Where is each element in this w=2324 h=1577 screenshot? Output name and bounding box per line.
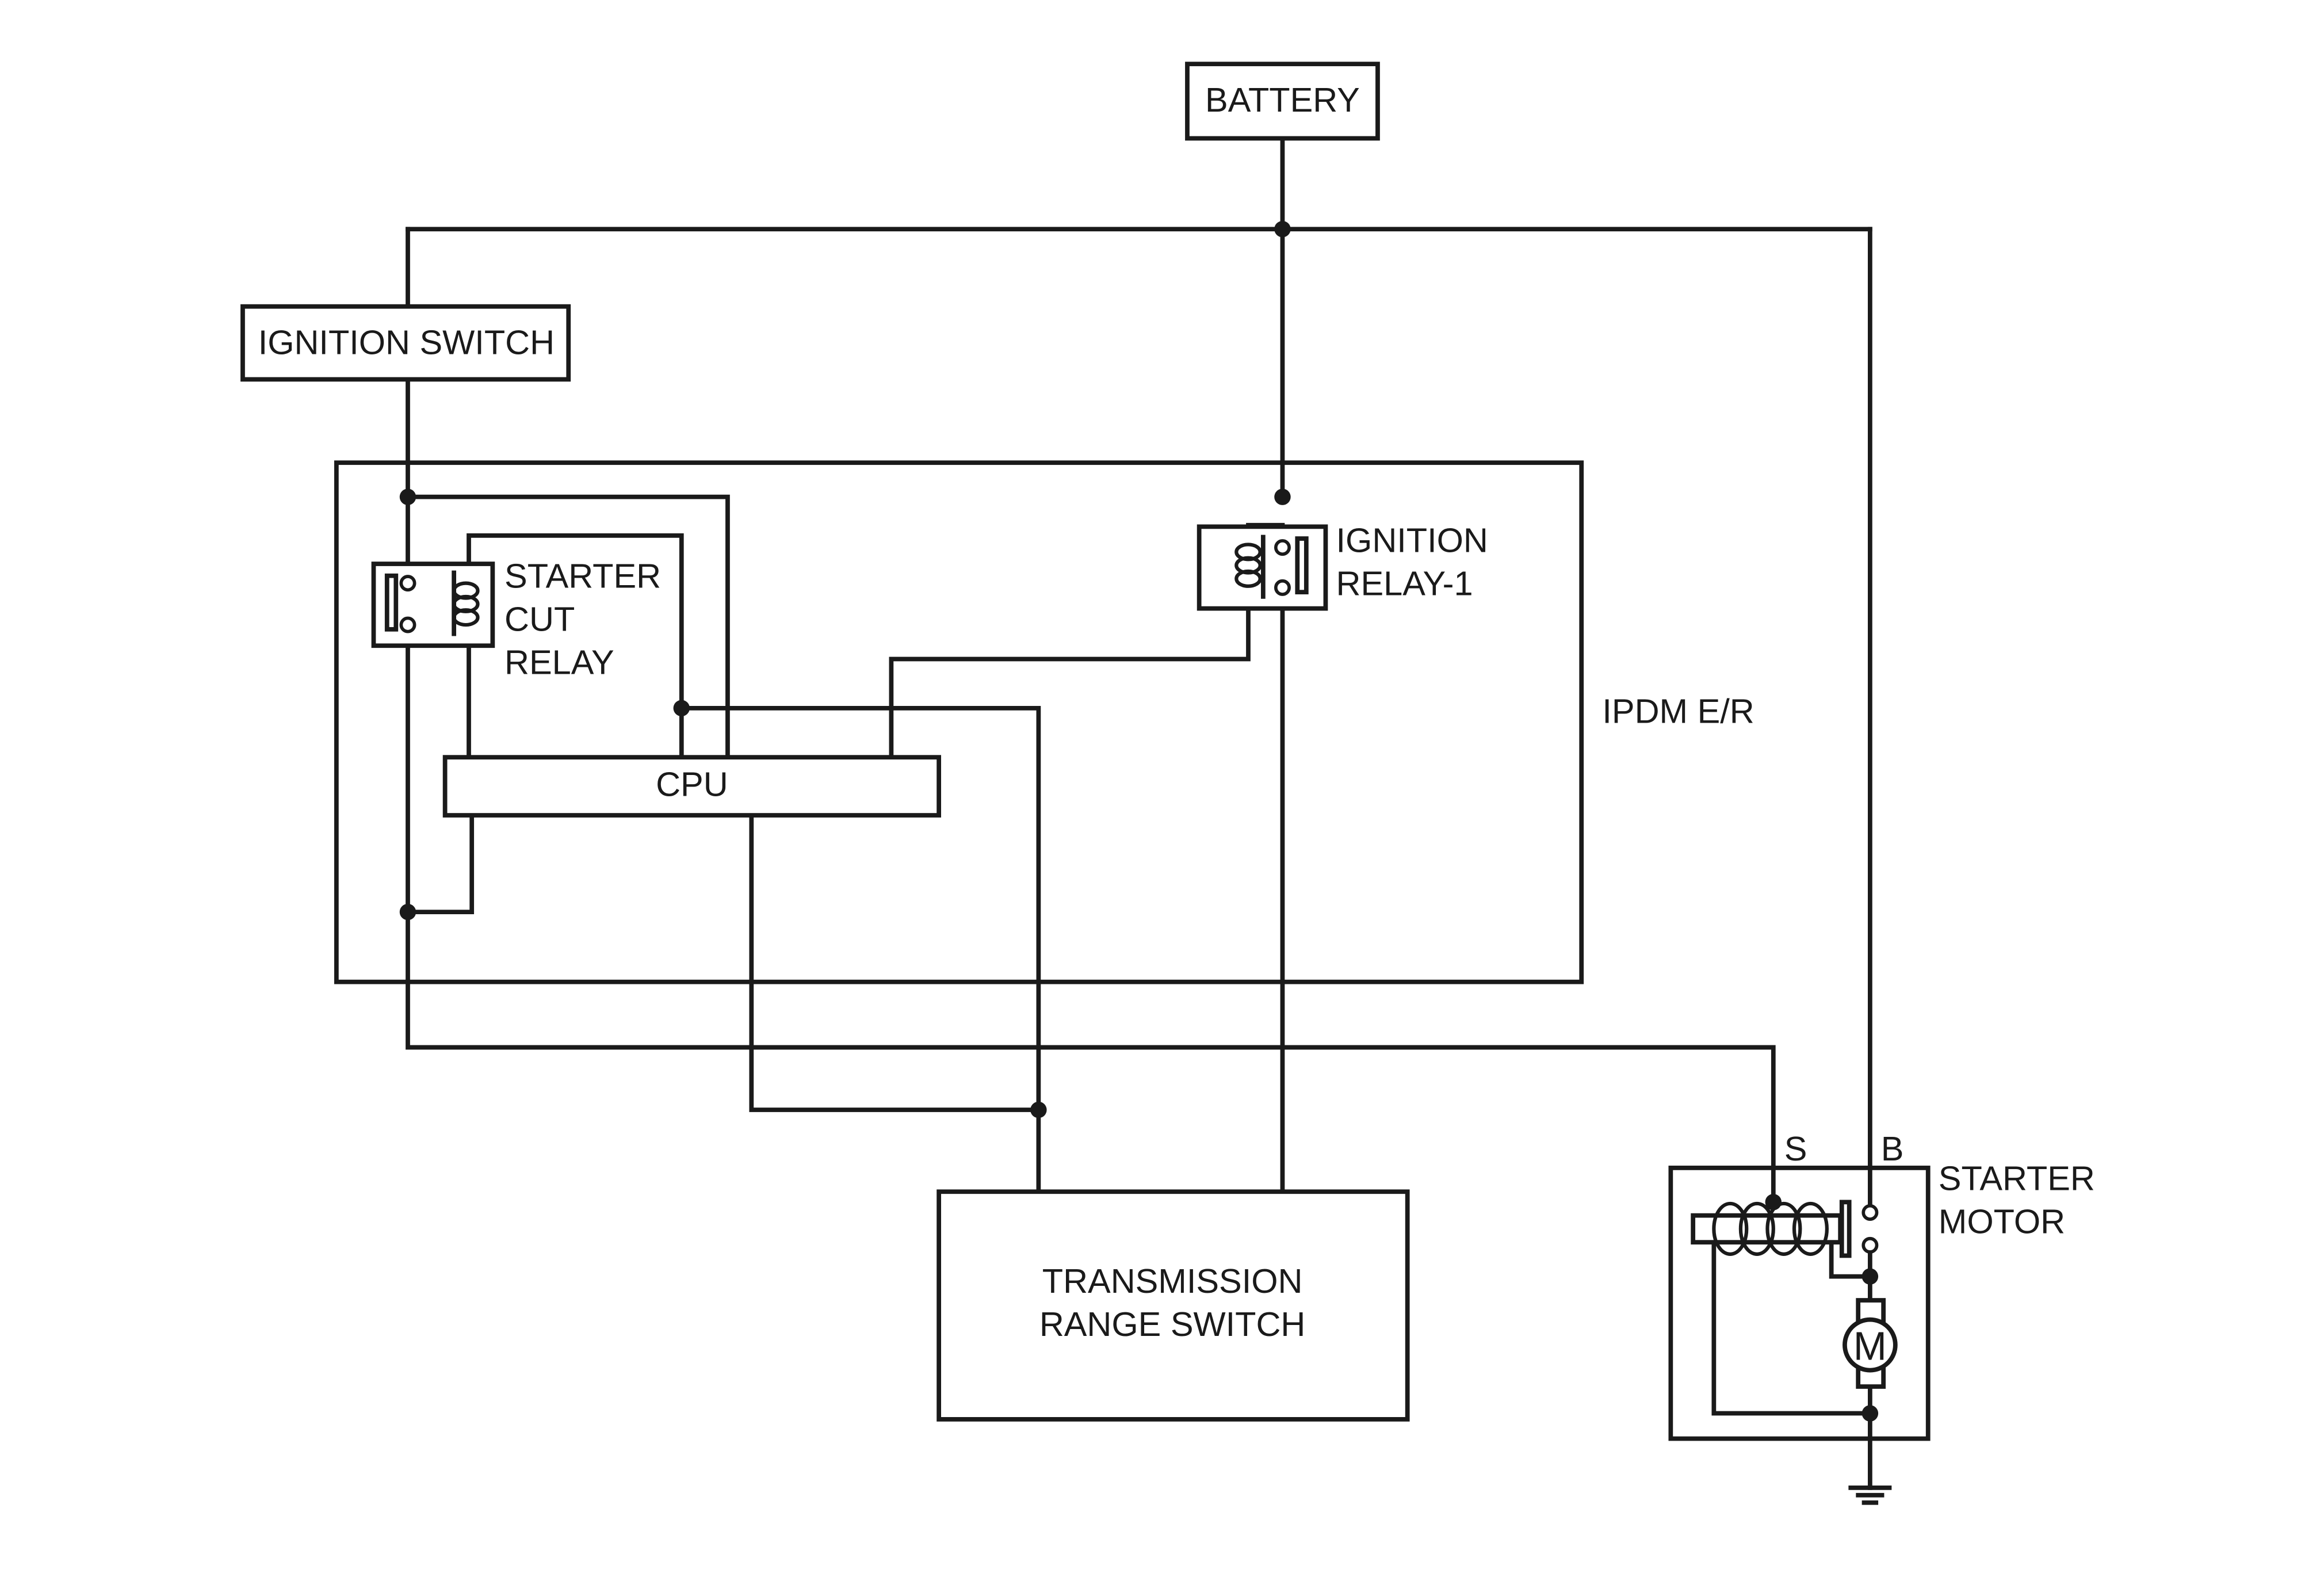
cpu-box: CPU	[442, 755, 942, 818]
ignition-switch-box: IGNITION SWITCH	[240, 304, 571, 382]
starter-motor-box	[1668, 1166, 1931, 1441]
ignition-relay-terminal-top	[1274, 539, 1291, 556]
trs-label-line-2: RANGE SWITCH	[1039, 1305, 1306, 1343]
starter-cut-relay-label-line-1: STARTER	[504, 556, 661, 595]
junction-battery-ipdm	[1274, 488, 1291, 505]
junction-dots	[399, 220, 1879, 1422]
starter-cut-terminal-top	[399, 575, 416, 592]
starter-cut-relay	[371, 562, 495, 648]
junction-battery-bus	[1274, 220, 1291, 238]
cpu-label: CPU	[656, 765, 728, 803]
junction-motor-bottom	[1862, 1405, 1879, 1422]
ground-icon	[1848, 1485, 1892, 1505]
motor-icon: M	[1843, 1298, 1898, 1389]
ipdm-er-frame	[334, 460, 1584, 984]
starter-terminal-b-contact-top	[1862, 1204, 1879, 1221]
starter-cut-coil-icon	[452, 570, 480, 636]
starter-motor-label: STARTER MOTOR	[1939, 1159, 2095, 1241]
ignition-switch-label: IGNITION SWITCH	[258, 323, 555, 361]
ignition-relay-contact	[1295, 536, 1309, 595]
wire-starter-plunger	[1829, 1240, 1872, 1279]
ignition-relay-label-line-2: RELAY-1	[1336, 564, 1473, 602]
starter-solenoid	[1691, 1200, 1879, 1258]
wire-ign-to-cpu	[406, 494, 730, 760]
starter-terminal-b-contact-bottom	[1862, 1236, 1879, 1254]
solenoid-contact-plate	[1839, 1200, 1852, 1258]
ignition-relay-terminal-bottom	[1274, 579, 1291, 596]
junction-trs	[1030, 1101, 1047, 1118]
trs-label-line-1: TRANSMISSION	[1042, 1262, 1303, 1300]
ignition-relay-coil-icon	[1234, 534, 1266, 599]
starter-cut-terminal-bottom	[399, 616, 416, 633]
ignition-relay-1	[1197, 524, 1328, 611]
junction-motor-top	[1862, 1268, 1879, 1285]
starter-cut-relay-label-line-3: RELAY	[504, 643, 614, 681]
terminal-b-label: B	[1881, 1129, 1904, 1168]
starter-cut-contact	[384, 573, 399, 632]
starter-cut-relay-label-line-2: CUT	[504, 600, 575, 638]
solenoid-coil-icon	[1712, 1201, 1829, 1256]
wire-starter-cut-output	[406, 623, 1776, 1205]
terminal-s-label: S	[1784, 1129, 1807, 1168]
battery-box: BATTERY	[1185, 62, 1380, 141]
wire-cpu-return	[406, 813, 475, 915]
ignition-relay-label-line-1: IGNITION	[1336, 521, 1488, 559]
motor-symbol: M	[1853, 1323, 1887, 1368]
transmission-range-switch-box: TRANSMISSION RANGE SWITCH	[937, 1189, 1410, 1422]
junction-solenoid-s	[1765, 1194, 1782, 1211]
starter-motor-label-line-1: STARTER	[1939, 1159, 2095, 1198]
wire-coil-top	[467, 533, 684, 760]
ignition-relay-label: IGNITION RELAY-1	[1336, 521, 1488, 602]
junction-cpu-return	[399, 903, 416, 921]
junction-ign-cpu	[399, 488, 416, 505]
battery-label: BATTERY	[1205, 81, 1360, 119]
starter-motor-label-line-2: MOTOR	[1939, 1202, 2065, 1241]
wire-cpu-to-ign-relay	[889, 583, 1251, 760]
junction-coil-trs	[673, 700, 690, 717]
wire-starter-internal-left	[1711, 1240, 1872, 1416]
wire-node-to-trs	[679, 705, 1041, 1194]
wire-cpu-to-trs	[749, 813, 1041, 1112]
ipdm-er-label: IPDM E/R	[1602, 692, 1754, 731]
starter-cut-relay-label: STARTER CUT RELAY	[504, 556, 661, 681]
